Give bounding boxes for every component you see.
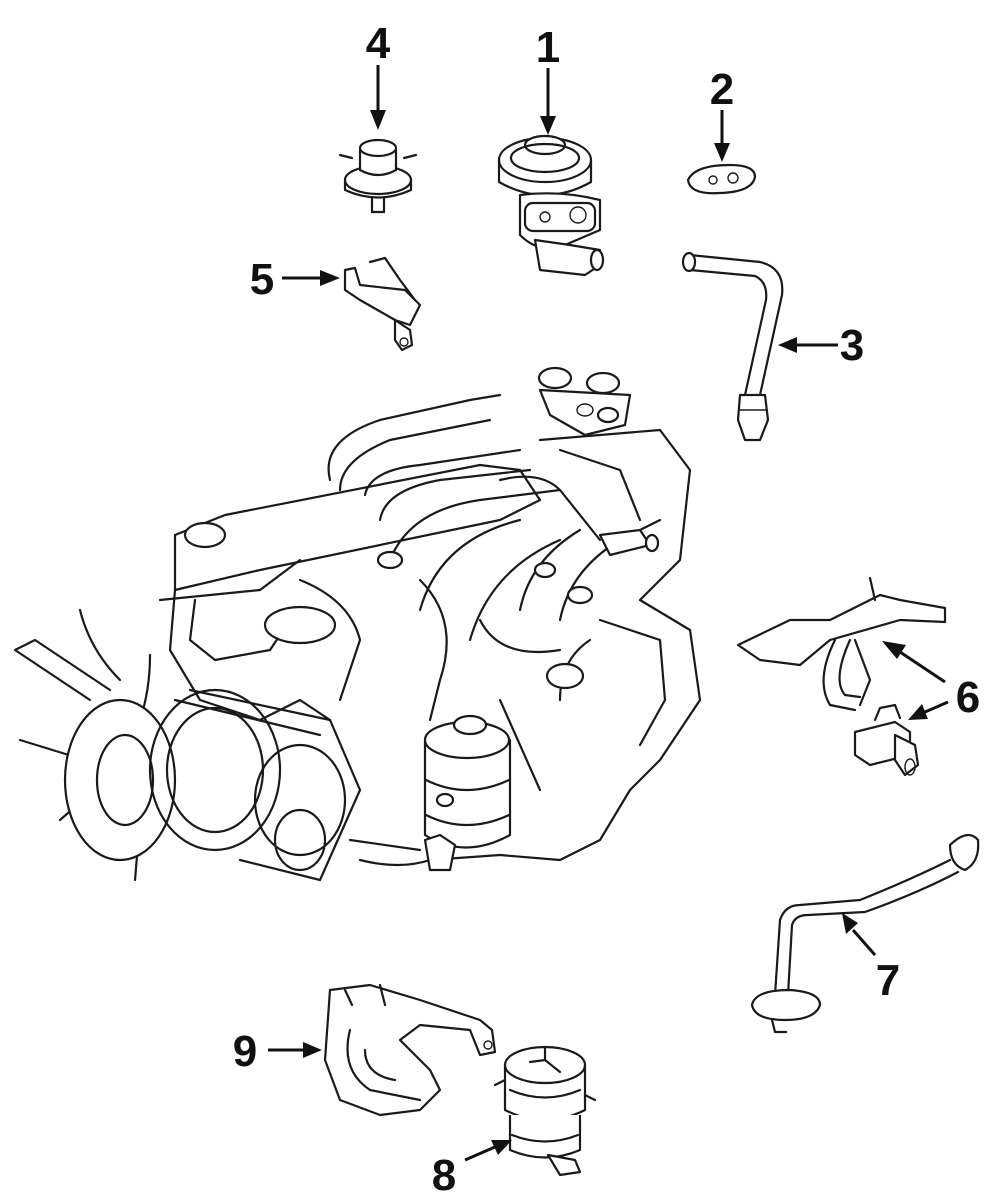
- belt-drive: [148, 688, 362, 882]
- part-3-egr-pipe: [681, 251, 784, 442]
- arrow-7: [842, 913, 877, 956]
- arrow-4: [370, 65, 386, 130]
- callout-label-9: 9: [233, 1027, 257, 1076]
- arrow-8: [464, 1140, 512, 1162]
- intake-manifold: [327, 393, 692, 722]
- arrow-3: [778, 337, 838, 353]
- callout-label-5: 5: [250, 255, 274, 304]
- cylinder-head: [158, 463, 542, 722]
- part-5-bracket: [343, 256, 422, 352]
- arrow-2: [714, 110, 730, 162]
- callout-arrows: [268, 65, 949, 1162]
- callout-labels: 1 2 3 4 5 6 7 8 9: [233, 19, 980, 1200]
- arrow-6a: [882, 641, 946, 684]
- cooling-fan: [13, 608, 177, 882]
- callout-label-1: 1: [536, 23, 560, 72]
- arrow-1: [540, 68, 556, 135]
- callout-label-2: 2: [710, 65, 734, 114]
- callout-label-4: 4: [366, 19, 391, 68]
- part-7-tube: [750, 833, 980, 1034]
- part-8-valve: [493, 1045, 597, 1177]
- callout-label-7: 7: [876, 956, 900, 1005]
- arrow-5: [282, 270, 340, 286]
- part-6-vacuum-switching-valve: [853, 703, 920, 777]
- part-4-vacuum-modulator: [338, 138, 418, 214]
- part-9-bracket: [323, 983, 497, 1117]
- part-2-gasket: [686, 163, 757, 195]
- callout-label-3: 3: [840, 321, 864, 370]
- arrow-9: [268, 1042, 322, 1058]
- callout-label-8: 8: [432, 1151, 456, 1200]
- engine-block: [348, 598, 702, 867]
- engine-assembly: [13, 366, 702, 882]
- filter-canister: [423, 714, 512, 872]
- egr-mount-on-engine: [537, 366, 632, 437]
- part-1-egr-valve: [497, 134, 605, 277]
- part-6-bracket-hose: [736, 576, 947, 712]
- arrow-6b: [908, 700, 949, 720]
- callout-label-6: 6: [956, 673, 980, 722]
